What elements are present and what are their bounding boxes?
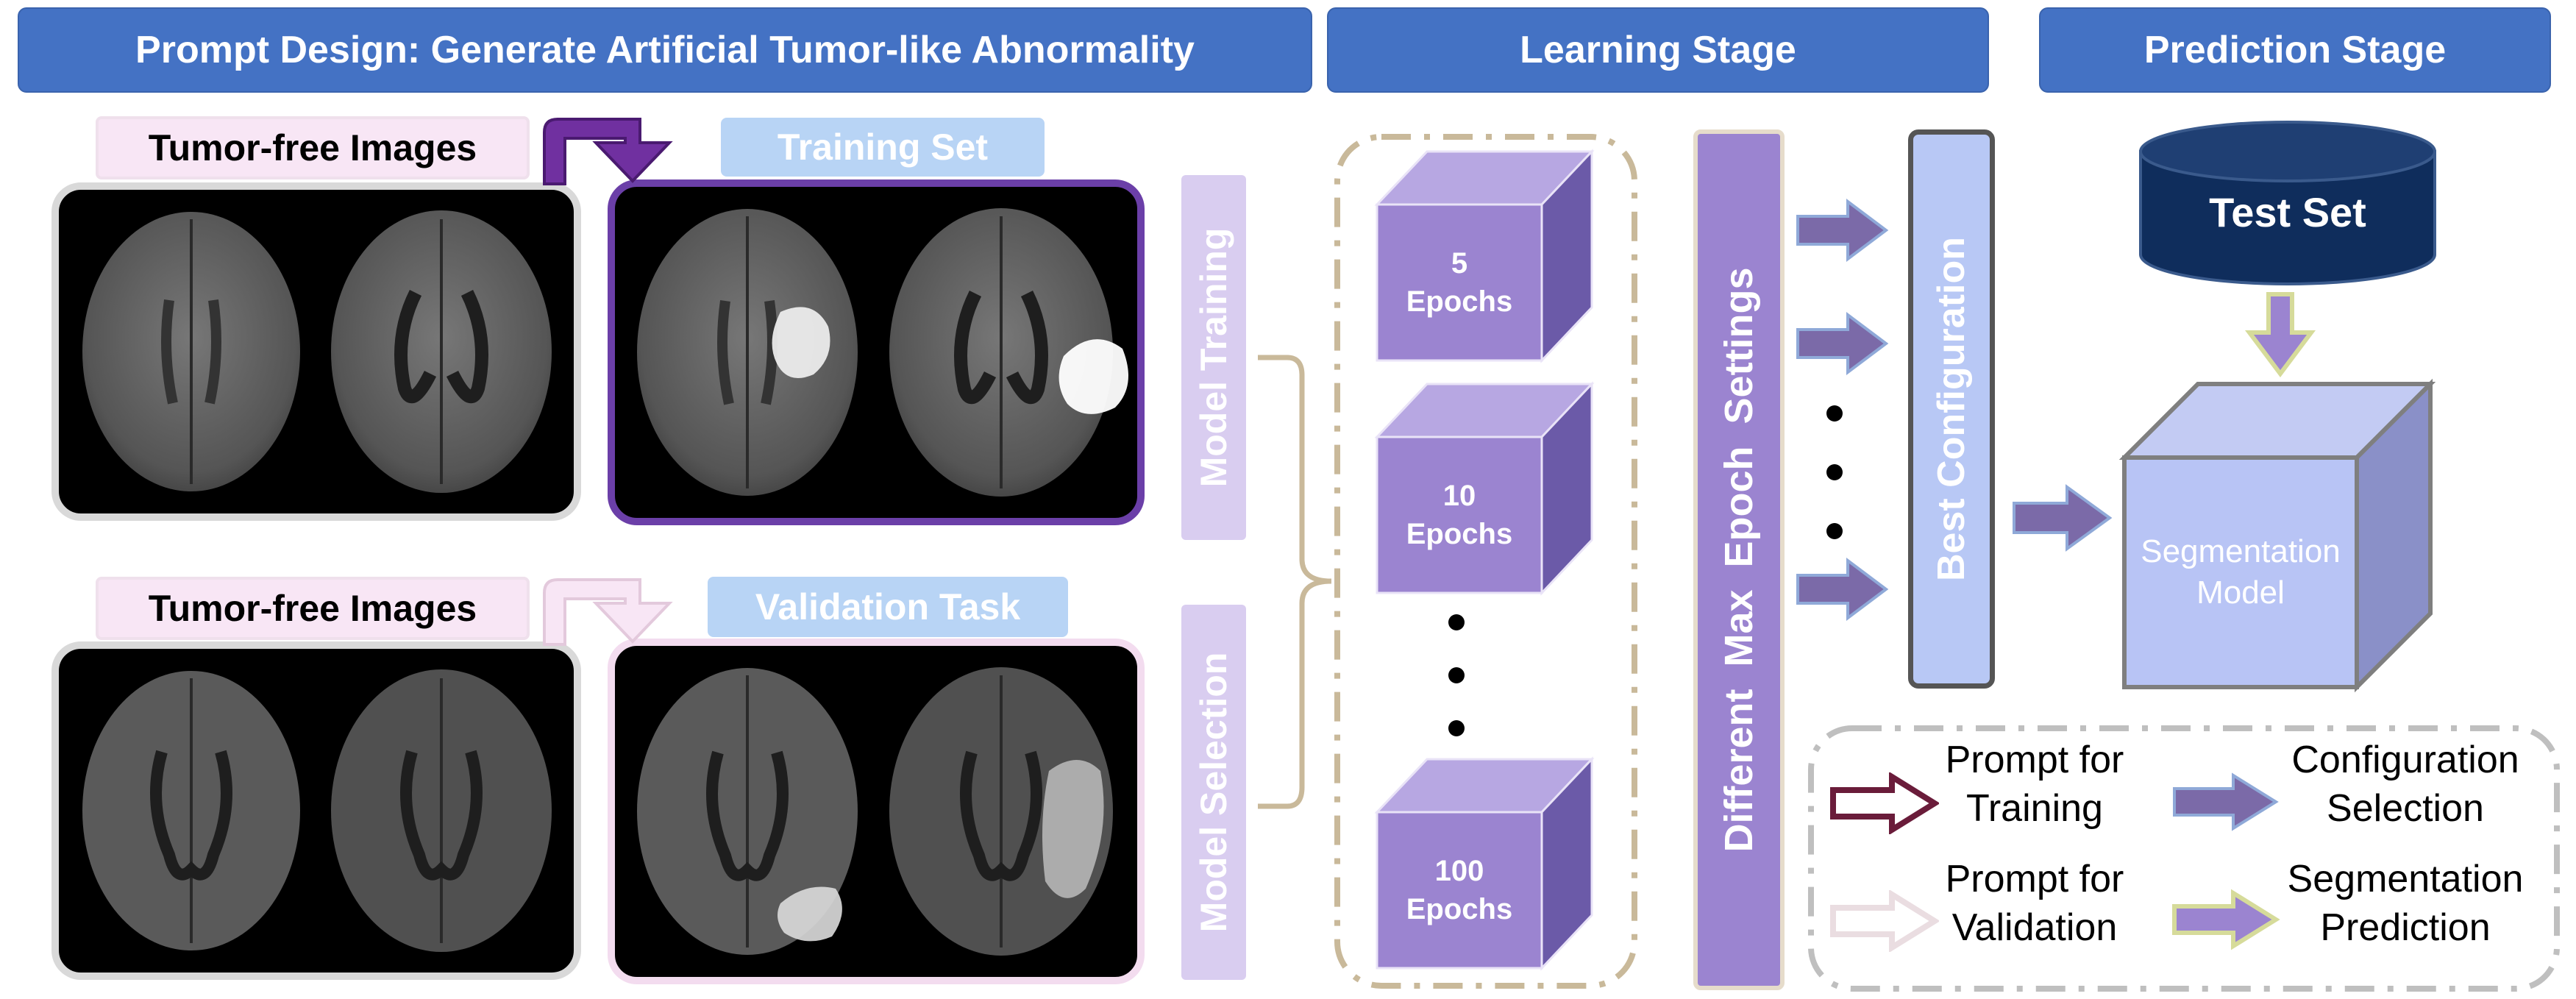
epoch-unit-5: Epochs xyxy=(1406,285,1513,318)
brain-scans-validation xyxy=(637,667,1113,956)
label-model-training: Model Training xyxy=(1181,175,1246,540)
ellipsis-vertical-right xyxy=(1826,405,1843,539)
best-configuration-text: Best Configuration xyxy=(1930,237,1973,581)
merge-bracket xyxy=(1258,355,1332,809)
label-tumor-free-top: Tumor-free Images xyxy=(96,116,530,179)
config-arrow-1 xyxy=(1796,199,1889,262)
legend-seg-prediction-icon xyxy=(2172,889,2280,950)
epoch-value-5: 5 xyxy=(1451,247,1468,280)
epoch-options-box xyxy=(1334,134,1637,989)
legend-prompt-validation: Prompt for Validation xyxy=(1945,858,2124,949)
label-model-selection: Model Selection xyxy=(1181,605,1246,980)
prompt-validation-arrow xyxy=(543,578,673,646)
prompt-training-arrow xyxy=(543,118,673,185)
segmentation-model-line2: Model xyxy=(2196,575,2285,611)
settings-bar: Different Max Epoch Settings xyxy=(1693,129,1785,990)
epoch-unit-10: Epochs xyxy=(1406,518,1513,550)
test-set-label: Test Set xyxy=(2209,189,2366,235)
epoch-unit-100: Epochs xyxy=(1406,893,1513,925)
brain-panel-tumor-free-top xyxy=(51,182,581,521)
segmentation-model-line1: Segmentation xyxy=(2141,533,2341,569)
test-set-database: Test Set xyxy=(2136,118,2439,288)
header-prompt-design: Prompt Design: Generate Artificial Tumor… xyxy=(18,7,1312,93)
header-learning-stage: Learning Stage xyxy=(1327,7,1989,93)
segmentation-model-cube: Segmentation Model xyxy=(2116,377,2439,694)
legend-prompt-validation-icon xyxy=(1830,890,1939,952)
legend-seg-prediction: Segmentation Prediction xyxy=(2287,858,2524,949)
brain-panel-validation-task xyxy=(608,639,1145,984)
epoch-cube-10: 10 Epochs xyxy=(1374,381,1595,602)
best-configuration-box: Best Configuration xyxy=(1908,129,1995,689)
settings-bar-text: Different Max Epoch Settings xyxy=(1717,267,1761,853)
config-arrow-3 xyxy=(1796,558,1889,621)
legend-prompt-training-icon xyxy=(1830,772,1939,834)
prediction-arrow xyxy=(2245,292,2316,377)
legend-prompt-training: Prompt for Training xyxy=(1945,739,2124,830)
legend-config-selection: Configuration Selection xyxy=(2291,739,2519,830)
label-tumor-free-bottom: Tumor-free Images xyxy=(96,577,530,640)
epoch-value-10: 10 xyxy=(1442,480,1476,512)
brain-panel-training-set xyxy=(608,179,1145,525)
epoch-value-100: 100 xyxy=(1434,855,1484,887)
brain-panel-tumor-free-bottom xyxy=(51,641,581,980)
legend-config-selection-icon xyxy=(2173,772,2279,831)
label-training-set: Training Set xyxy=(721,118,1045,177)
ellipsis-vertical-left xyxy=(1448,614,1465,736)
brain-scans-top-left xyxy=(82,210,552,493)
label-validation-task: Validation Task xyxy=(708,577,1068,637)
config-arrow-2 xyxy=(1796,312,1889,375)
config-to-model-arrow xyxy=(2013,484,2113,552)
brain-scans-bottom-left xyxy=(82,669,552,952)
epoch-cube-5: 5 Epochs xyxy=(1374,149,1595,369)
header-prediction-stage: Prediction Stage xyxy=(2039,7,2551,93)
epoch-cube-100: 100 Epochs xyxy=(1374,756,1595,977)
legend-box xyxy=(1808,725,2560,992)
brain-scans-training xyxy=(637,208,1128,497)
